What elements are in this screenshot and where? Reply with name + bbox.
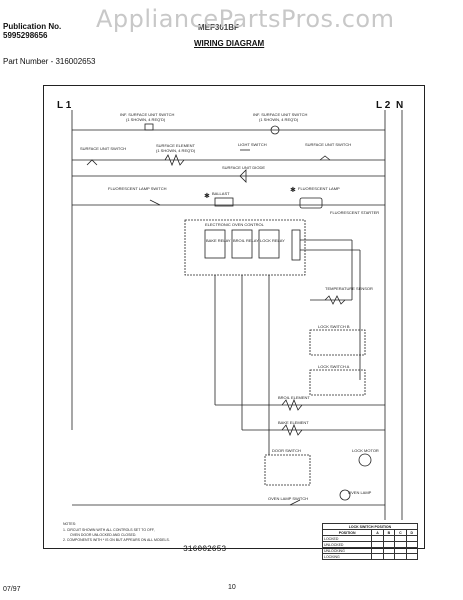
oven-lamp-switch-symbol	[289, 499, 301, 506]
surface-element-note: (1 SHOWN, 4 REQ'D)	[156, 148, 196, 153]
table-row: LOCKING	[321, 553, 419, 560]
star-marker-2: ✱	[290, 187, 296, 194]
bake-element-symbol	[281, 423, 303, 437]
n-label: N	[396, 100, 404, 111]
publication-label: Publication No.	[3, 22, 62, 31]
fluorescent-starter-label: FLUORESCENT STARTER	[330, 210, 380, 215]
rf-switch-label: INF. SURFACE UNIT SWITCH	[120, 112, 175, 117]
note-1b: OVEN DOOR UNLOCKED AND CLOSED.	[70, 533, 137, 537]
relay-1-label: BAKE RELAY	[206, 238, 231, 243]
surface-unit-switch-right-label: SURFACE UNIT SWITCH	[305, 142, 352, 147]
bake-element-label: BAKE ELEMENT	[278, 420, 309, 425]
lock-motor-label: LOCK MOTOR	[352, 448, 379, 453]
publication-number: 5995298656	[3, 31, 48, 40]
oven-lamp-switch-label: OVEN LAMP SWITCH	[268, 496, 309, 501]
light-switch-label: LIGHT SWITCH	[238, 142, 267, 147]
lock-switch-table: LOCK SWITCH POSITION POSITION A B C D LO…	[321, 523, 419, 560]
rr-switch-note: (1 SHOWN, 4 REQ'D)	[259, 117, 299, 122]
footer-date: 07/97	[3, 586, 21, 593]
relay-2-label: BROIL RELAY	[233, 238, 259, 243]
model-code: MEF301BF	[198, 23, 239, 32]
ballast-symbol	[214, 197, 234, 207]
star-marker-1: ✱	[204, 193, 210, 200]
lock-motor-symbol	[358, 453, 372, 467]
ballast-label: BALLAST	[212, 191, 230, 196]
rf-switch-note: (1 SHOWN, 4 REQ'D)	[126, 117, 166, 122]
relay-2-box	[231, 229, 253, 259]
watermark: AppliancePartsPros.com	[96, 5, 395, 33]
page-title: WIRING DIAGRAM	[194, 39, 265, 48]
surface-unit-diode-label: SURFACE UNIT DIODE	[222, 165, 266, 170]
rr-switch-symbol	[270, 125, 280, 135]
note-1: 1. CIRCUIT SHOWN WITH ALL CONTROLS SET T…	[63, 528, 155, 532]
surface-switch-right-symbol	[319, 155, 331, 161]
broil-element-label: BROIL ELEMENT	[278, 395, 310, 400]
temp-sensor-label: TEMPERATURE SENSOR	[325, 286, 373, 291]
relay-1-box	[204, 229, 226, 259]
lock-table-cell	[405, 553, 419, 560]
lamp-symbol	[299, 197, 323, 209]
fluorescent-switch-label: FLUORESCENT LAMP SWITCH	[108, 186, 167, 191]
broil-element-symbol	[281, 398, 303, 412]
lock-switch-b-label: LOCK SWITCH B	[318, 324, 350, 329]
oven-lamp-label: OVEN LAMP	[348, 490, 372, 495]
diagram-number: 316002653	[183, 545, 227, 554]
door-switch-box	[264, 454, 311, 486]
rr-switch-label: INF. SURFACE UNIT SWITCH	[253, 112, 308, 117]
surface-element-symbol	[164, 153, 185, 167]
lock-table-cell	[371, 553, 384, 560]
door-switch-label: DOOR SWITCH	[272, 448, 301, 453]
notes-heading: NOTES:	[63, 522, 77, 526]
oven-control-box	[184, 219, 306, 276]
lock-switch-a-label: LOCK SWITCH A	[318, 364, 350, 369]
rf-switch-symbol	[144, 123, 154, 131]
lock-switch-b-box	[309, 329, 366, 356]
oven-control-label: ELECTRONIC OVEN CONTROL	[205, 222, 264, 227]
relay-3-label: LOCK RELAY	[260, 238, 285, 243]
part-number: Part Number - 316002653	[3, 57, 96, 66]
oven-lamp-symbol	[339, 489, 351, 501]
l1-label: L 1	[57, 100, 72, 111]
note-2: 2. COMPONENTS WITH * IS ON BUT APPEARS O…	[63, 538, 170, 542]
lock-switch-a-box	[309, 369, 366, 396]
surface-unit-switch-left-label: SURFACE UNIT SWITCH	[80, 146, 127, 151]
lock-table-cell	[382, 553, 396, 560]
page-number: 10	[228, 584, 236, 591]
table-row: LOCKED	[321, 535, 419, 542]
fluorescent-lamp-label: FLUORESCENT LAMP	[298, 186, 340, 191]
control-terminal-block	[291, 229, 301, 261]
relay-3-box	[258, 229, 280, 259]
lamp-switch-symbol	[149, 199, 161, 206]
surface-switch-left-symbol	[86, 159, 98, 166]
lock-table-cell	[394, 553, 407, 560]
diagram-frame	[43, 85, 425, 549]
l2-label: L 2	[376, 100, 391, 111]
surface-element-label: SURFACE ELEMENT	[156, 143, 195, 148]
lock-table-cell: LOCKING	[321, 553, 373, 560]
